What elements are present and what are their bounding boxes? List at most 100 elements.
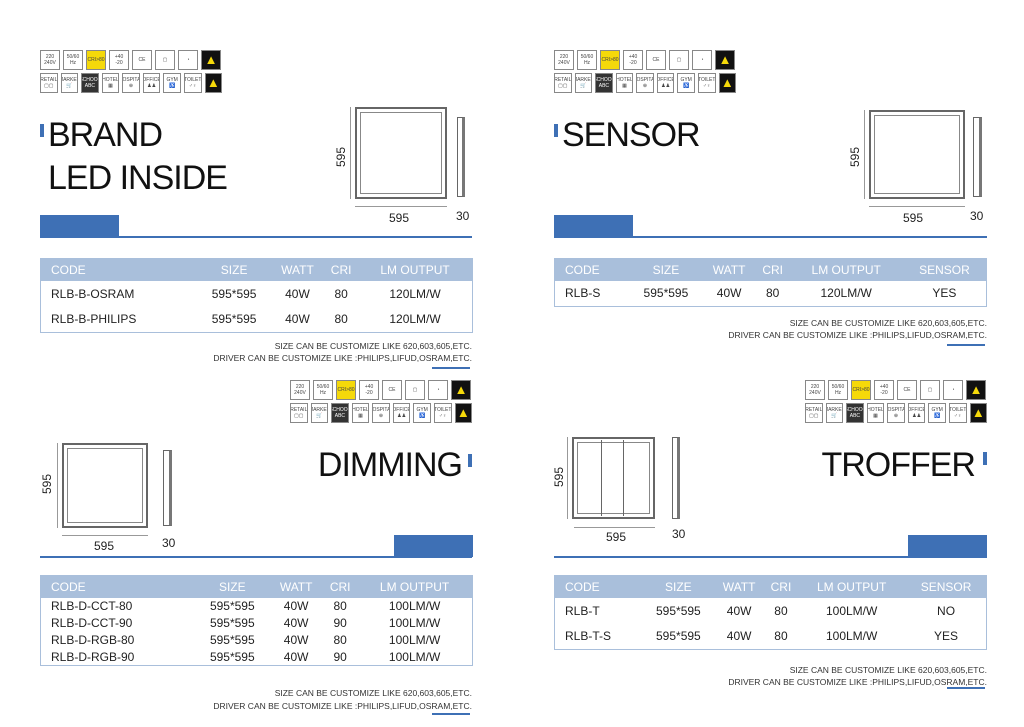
spec-icon: RETAIL▢▢	[40, 73, 58, 93]
icon-sublabel: ABC	[334, 413, 346, 419]
icon-label: ▢	[676, 57, 682, 63]
table-cell: 595*595	[209, 633, 255, 647]
icon-sublabel: ♟♟	[147, 83, 157, 89]
icon-label: +40	[364, 384, 374, 390]
icon-sublabel: ♂♀	[953, 413, 962, 419]
table-cell: 80	[334, 312, 348, 327]
icon-label: SCHOOL	[847, 407, 863, 413]
icon-sublabel: ♟♟	[912, 413, 922, 419]
spec-icon: CE	[897, 380, 917, 400]
spec-icon: SCHOOLABC	[595, 73, 613, 93]
spec-icon: HOSPITAL⊕	[372, 403, 390, 423]
icon-label: ▲	[969, 382, 983, 397]
dim-depth: 30	[162, 536, 176, 550]
table-cell: 90	[333, 616, 347, 630]
dim-line	[567, 437, 568, 519]
section-subtitle: LED INSIDE	[48, 159, 228, 197]
table-cell: RLB-D-RGB-80	[51, 633, 135, 647]
section-title: TROFFER	[821, 446, 976, 484]
note-size: SIZE CAN BE CUSTOMIZE LIKE 620,603,605,E…	[274, 341, 472, 351]
dim-line	[355, 206, 447, 207]
title-marker	[40, 124, 44, 137]
spec-icon: HOSPITAL⊕	[122, 73, 140, 93]
icon-label: CRI>80	[601, 57, 619, 63]
icon-label: 220	[45, 54, 55, 60]
icon-sublabel: -20	[629, 60, 637, 66]
column-header: CODE	[554, 258, 630, 281]
icon-label: HOSPITAL	[122, 77, 139, 83]
icon-sublabel: ♟♟	[397, 413, 407, 419]
icon-sublabel: ⊕	[378, 413, 384, 419]
spec-icon: ▢	[669, 50, 689, 70]
icon-label: ▲	[204, 52, 218, 67]
icon-sublabel: ▢▢	[44, 83, 54, 89]
table-cell: 100LM/W	[825, 603, 878, 618]
icon-sublabel: ▢▢	[809, 413, 819, 419]
spec-icon: HOSPITAL⊕	[887, 403, 905, 423]
icon-label: ▲	[720, 75, 734, 90]
column-header: LM OUTPUT	[358, 258, 473, 281]
spec-icon: CE	[382, 380, 402, 400]
panel-side-drawing	[457, 117, 465, 197]
icon-row: RETAIL▢▢MARKET🛒SCHOOLABCHOTEL▦HOSPITAL⊕O…	[290, 403, 473, 423]
spec-icon: +40-20	[109, 50, 129, 70]
table-cell: RLB-T-S	[565, 629, 612, 644]
dim-width: 595	[389, 211, 410, 225]
table-cell: 595*595	[209, 616, 255, 630]
icon-label: 220	[559, 54, 569, 60]
column-header: SIZE	[197, 258, 271, 281]
dim-line	[574, 527, 655, 528]
icon-label: GYM	[416, 407, 428, 413]
icon-label: +40	[879, 384, 889, 390]
table-cell: 40W	[283, 649, 309, 664]
icon-label: MARKET	[62, 77, 78, 83]
icon-label: +40	[628, 54, 638, 60]
spec-icon: HOTEL▦	[351, 403, 370, 423]
spec-icon: HOTEL▦	[615, 73, 634, 93]
icon-sublabel: 🛒	[831, 413, 838, 419]
table-cell: 80	[334, 286, 348, 301]
icon-label: ◔	[951, 387, 955, 393]
icon-label: SCHOOL	[82, 77, 98, 83]
icon-sublabel: Hz	[319, 390, 327, 396]
icon-sublabel: Hz	[834, 390, 842, 396]
table-cell: 595*595	[209, 599, 255, 613]
icon-sublabel: ♂♀	[702, 83, 711, 89]
spec-icon: CE	[646, 50, 666, 70]
table-cell: 80	[333, 633, 347, 647]
column-header: SENSOR	[902, 258, 987, 281]
icon-label: HOTEL	[867, 407, 884, 413]
table-cell: NO	[937, 603, 956, 618]
table-cell: 40W	[283, 599, 309, 613]
note-driver: DRIVER CAN BE CUSTOMIZE LIKE :PHILIPS,LI…	[728, 677, 987, 687]
dim-line	[869, 206, 965, 207]
dim-height: 595	[334, 146, 348, 167]
column-header: CRI	[324, 258, 359, 281]
title-marker	[468, 454, 472, 467]
accent-underline	[432, 713, 470, 715]
accent-bar	[554, 215, 633, 237]
spec-icon: ▲	[966, 380, 986, 400]
spec-icon: TOILET♂♀	[183, 73, 202, 93]
icon-sublabel: 🛒	[580, 83, 587, 89]
spec-icon: ◔	[692, 50, 712, 70]
column-header: LM OUTPUT	[789, 258, 903, 281]
spec-icons: 220240V50/60HzCRI>80+40-20CE▢◔▲RETAIL▢▢M…	[805, 380, 988, 426]
icon-label: ▲	[454, 382, 468, 397]
panel-drawing	[355, 107, 447, 199]
table-cell: 120LM/W	[820, 286, 872, 301]
spec-icon: ▲	[969, 403, 988, 423]
icon-label: ▲	[206, 75, 220, 90]
spec-icon: +40-20	[623, 50, 643, 70]
spec-icons: 220240V50/60HzCRI>80+40-20CE▢◔▲RETAIL▢▢M…	[290, 380, 473, 426]
